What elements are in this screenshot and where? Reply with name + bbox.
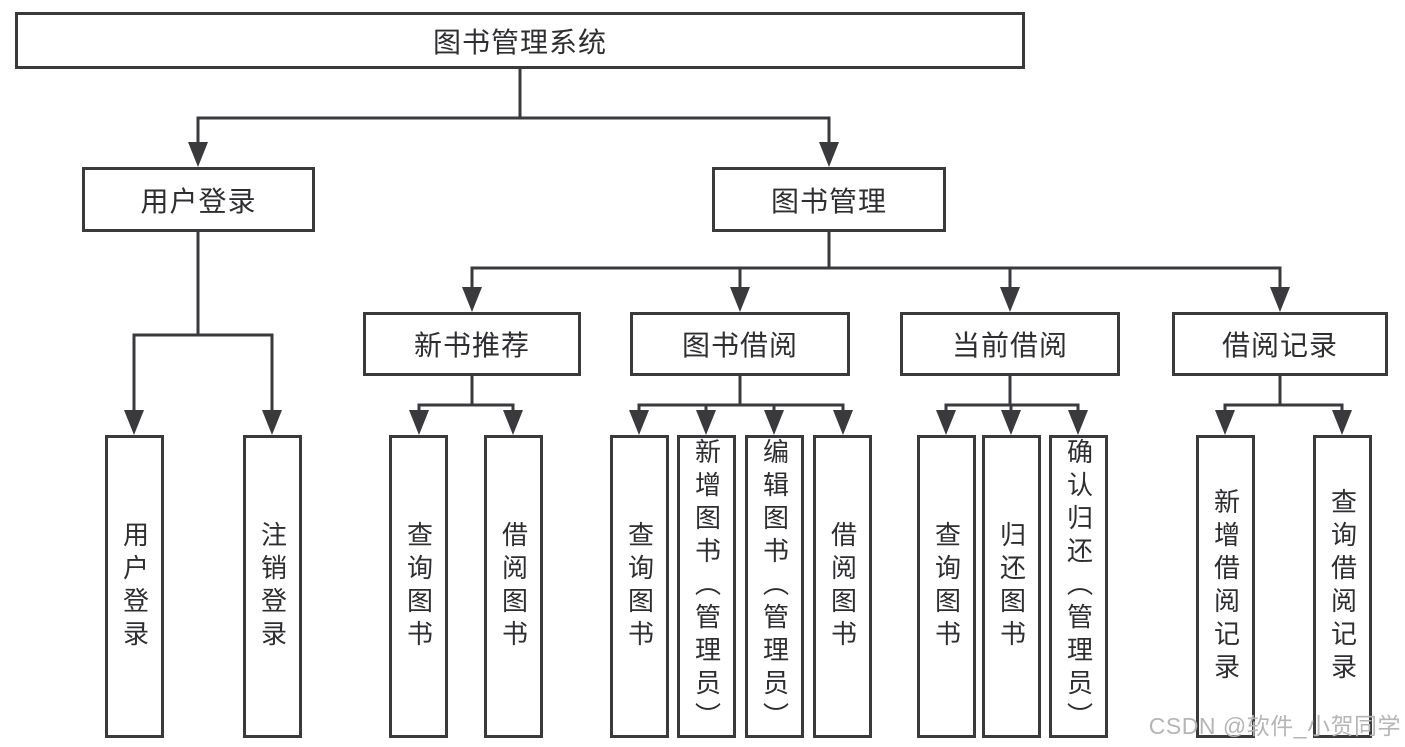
node-leaf-query-books-current: 查询图书 bbox=[917, 435, 976, 738]
node-book-management: 图书管理 bbox=[712, 167, 946, 232]
node-label: 编辑图书（管理员） bbox=[759, 438, 790, 735]
node-leaf-query-borrow-record: 查询借阅记录 bbox=[1313, 435, 1372, 738]
node-label: 查询借阅记录 bbox=[1327, 487, 1358, 686]
node-label: 查询图书 bbox=[403, 520, 434, 653]
node-label: 查询图书 bbox=[931, 520, 962, 653]
node-leaf-user-login: 用户登录 bbox=[105, 435, 164, 738]
node-label: 新书推荐 bbox=[413, 330, 530, 361]
arrowhead-icon bbox=[124, 142, 1352, 435]
node-leaf-edit-book-admin: 编辑图书（管理员） bbox=[745, 435, 804, 738]
node-leaf-return-book: 归还图书 bbox=[982, 435, 1041, 738]
node-leaf-logout: 注销登录 bbox=[243, 435, 302, 738]
node-leaf-confirm-return-admin: 确认归还（管理员） bbox=[1049, 435, 1108, 738]
node-leaf-borrow-books-recommend: 借阅图书 bbox=[484, 435, 543, 738]
node-leaf-query-books-borrowing: 查询图书 bbox=[610, 435, 669, 738]
node-current-borrowing: 当前借阅 bbox=[900, 312, 1120, 376]
node-label: 图书借阅 bbox=[681, 330, 798, 361]
node-label: 图书管理 bbox=[770, 185, 887, 217]
node-label: 注销登录 bbox=[257, 520, 288, 653]
node-label: 用户登录 bbox=[119, 520, 150, 653]
node-label: 图书管理系统 bbox=[432, 26, 607, 58]
node-label: 查询图书 bbox=[624, 520, 655, 653]
node-library-system: 图书管理系统 bbox=[15, 12, 1025, 69]
node-label: 用户登录 bbox=[140, 185, 257, 217]
watermark: CSDN @软件_小贺同学 bbox=[1148, 713, 1401, 739]
connector-line bbox=[132, 68, 1344, 414]
node-label: 借阅图书 bbox=[827, 520, 858, 653]
node-label: 借阅记录 bbox=[1221, 330, 1338, 361]
node-label: 新增借阅记录 bbox=[1210, 487, 1241, 686]
node-leaf-query-books-recommend: 查询图书 bbox=[389, 435, 448, 738]
node-user-login: 用户登录 bbox=[82, 167, 315, 232]
node-label: 确认归还（管理员） bbox=[1063, 438, 1094, 735]
node-book-borrowing: 图书借阅 bbox=[630, 312, 850, 376]
node-label: 当前借阅 bbox=[951, 330, 1068, 361]
node-label: 借阅图书 bbox=[498, 520, 529, 653]
node-borrowing-records: 借阅记录 bbox=[1172, 312, 1388, 376]
node-new-book-recommend: 新书推荐 bbox=[363, 312, 581, 376]
node-leaf-add-book-admin: 新增图书（管理员） bbox=[677, 435, 736, 738]
node-label: 归还图书 bbox=[996, 520, 1027, 653]
node-leaf-borrow-books-borrowing: 借阅图书 bbox=[813, 435, 872, 738]
node-label: 新增图书（管理员） bbox=[691, 438, 722, 735]
node-leaf-add-borrow-record: 新增借阅记录 bbox=[1196, 435, 1255, 738]
